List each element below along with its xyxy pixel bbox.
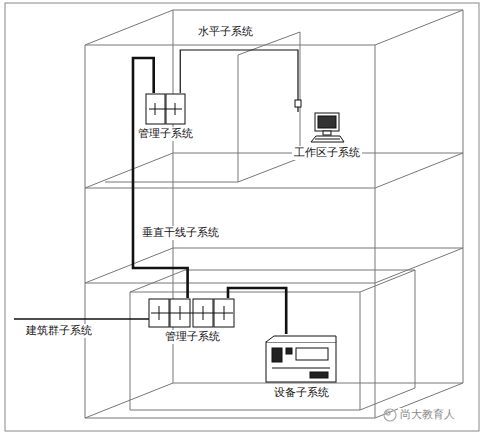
campus-cable — [14, 318, 152, 320]
node-label: 管理子系统 — [136, 127, 195, 141]
node-label: 管理子系统 — [163, 330, 222, 344]
node-icon — [308, 112, 346, 144]
cable — [180, 50, 301, 112]
equipment-cabinet: 设备子系统 — [264, 334, 338, 400]
workstation: 工作区子系统 — [292, 112, 362, 160]
node-label: 工作区子系统 — [292, 146, 362, 160]
patch-panel: 管理子系统 — [136, 93, 195, 141]
cable-line — [180, 50, 298, 112]
edge-label: 垂直干线子系统 — [140, 226, 221, 240]
cable-line — [228, 288, 286, 334]
node-label: 设备子系统 — [272, 386, 331, 400]
watermark: 尚大教育人 — [398, 408, 457, 422]
cable — [133, 58, 188, 298]
node-icon — [145, 93, 187, 125]
subsystem-label: 建筑群子系统 — [24, 324, 94, 338]
watermark-logo — [384, 409, 396, 421]
node-icon — [148, 298, 236, 328]
edge-label: 水平子系统 — [196, 25, 255, 39]
cable-line — [133, 58, 188, 298]
patch-panel: 管理子系统 — [148, 298, 236, 344]
building-lines — [85, 10, 463, 418]
node-icon — [264, 334, 338, 384]
cable — [228, 288, 286, 334]
frame — [5, 3, 479, 431]
wall-outlet — [295, 100, 301, 107]
